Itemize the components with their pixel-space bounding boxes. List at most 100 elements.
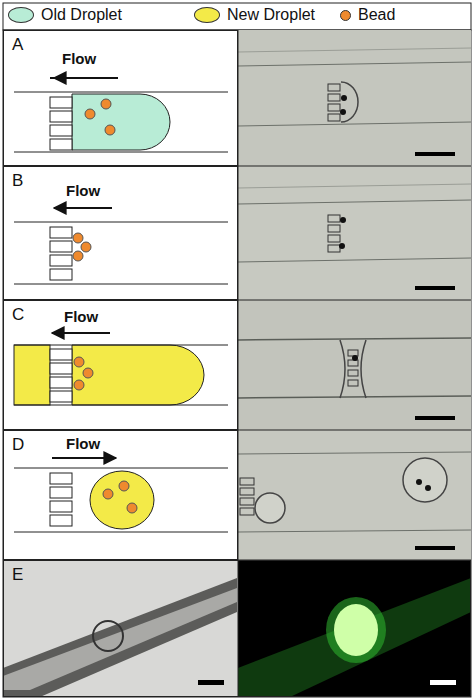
flow-label: Flow — [64, 309, 98, 326]
filter-post — [348, 380, 358, 386]
flow-label: Flow — [66, 183, 100, 200]
flow-arrow — [54, 207, 112, 209]
filter-post — [240, 478, 254, 485]
bead — [101, 99, 111, 109]
channel-wall — [238, 184, 471, 188]
filter-post — [50, 139, 72, 150]
old-droplet — [72, 94, 170, 150]
tubing — [238, 578, 471, 697]
scale-bar — [415, 286, 455, 290]
figure-frame — [3, 30, 471, 697]
new-droplet — [72, 345, 204, 405]
micrograph — [238, 300, 471, 430]
micrograph — [238, 30, 471, 166]
channel-wall — [14, 222, 228, 223]
channel-wall — [14, 92, 228, 93]
channel-wall — [14, 345, 228, 346]
bead — [74, 380, 84, 390]
flow-arrow — [54, 77, 118, 79]
filter-post — [50, 227, 72, 238]
scale-bar — [198, 680, 224, 685]
filter-post — [328, 94, 340, 101]
legend-entry: Bead — [340, 6, 395, 24]
filter-post — [50, 111, 72, 122]
legend-frame — [3, 3, 471, 30]
filter-posts — [50, 349, 72, 402]
channel-wall — [14, 284, 228, 285]
filter-post — [50, 241, 72, 252]
channel-wall — [14, 405, 228, 406]
channel-wall — [238, 48, 471, 52]
channel-wall — [238, 530, 471, 532]
filter-post — [328, 235, 340, 242]
droplet-interface — [340, 340, 345, 398]
droplet-outline — [341, 82, 358, 122]
flow-label: Flow — [66, 436, 100, 453]
flow-label: Flow — [62, 51, 96, 68]
beads — [85, 99, 115, 135]
filter-post — [348, 350, 358, 356]
beads — [73, 233, 91, 261]
filter-post — [328, 225, 340, 232]
bead — [339, 243, 345, 249]
bead — [74, 357, 84, 367]
filter-post — [348, 360, 358, 366]
channel-wall — [238, 396, 471, 398]
channel-wall — [14, 152, 228, 153]
filter-post — [240, 498, 254, 505]
bead — [341, 95, 347, 101]
filter-posts — [50, 97, 72, 150]
filter-post — [328, 104, 340, 111]
filter-post — [240, 488, 254, 495]
tubing-bore — [3, 588, 237, 690]
filter-posts — [328, 84, 340, 121]
droplet-outline — [93, 621, 123, 651]
micrograph — [238, 430, 471, 560]
filter-post — [328, 215, 340, 222]
beads — [74, 357, 93, 390]
channel-wall — [238, 258, 471, 262]
filter-post — [50, 363, 72, 374]
bead — [73, 251, 83, 261]
bead — [340, 109, 346, 115]
legend-entry: New Droplet — [194, 6, 315, 24]
filter-post — [328, 84, 340, 91]
bead — [352, 355, 358, 361]
filter-posts — [348, 350, 358, 386]
panel-box: D Flow — [3, 430, 238, 560]
legend-label: Old Droplet — [41, 6, 122, 24]
channel-wall — [238, 200, 471, 204]
droplet-interface — [361, 340, 366, 398]
tubing — [3, 578, 237, 697]
scale-bar — [415, 546, 455, 550]
new-droplet — [14, 345, 50, 405]
channel-wall — [14, 468, 228, 469]
panel-box: CFlow — [3, 300, 238, 430]
filter-post — [50, 391, 72, 402]
bead — [103, 489, 113, 499]
panel-letter: D — [12, 436, 24, 455]
filter-posts — [50, 227, 72, 280]
filter-post — [50, 377, 72, 388]
bead — [85, 109, 95, 119]
legend-swatch — [8, 7, 34, 23]
filter-post — [348, 370, 358, 376]
bead — [340, 217, 346, 223]
panel-box: AFlow — [3, 30, 238, 166]
bead — [83, 368, 93, 378]
filter-post — [328, 114, 340, 121]
channel-wall — [238, 338, 471, 340]
droplet-outline — [403, 458, 447, 502]
filter-post — [50, 125, 72, 136]
legend-entry: Old Droplet — [8, 6, 122, 24]
filter-posts — [240, 478, 254, 515]
bead — [425, 485, 431, 491]
micrograph — [238, 166, 471, 300]
legend-swatch — [194, 7, 220, 23]
panel-letter: B — [12, 172, 23, 191]
bead — [81, 242, 91, 252]
legend-label: New Droplet — [227, 6, 315, 24]
scale-bar — [430, 680, 456, 685]
filter-post — [50, 255, 72, 266]
